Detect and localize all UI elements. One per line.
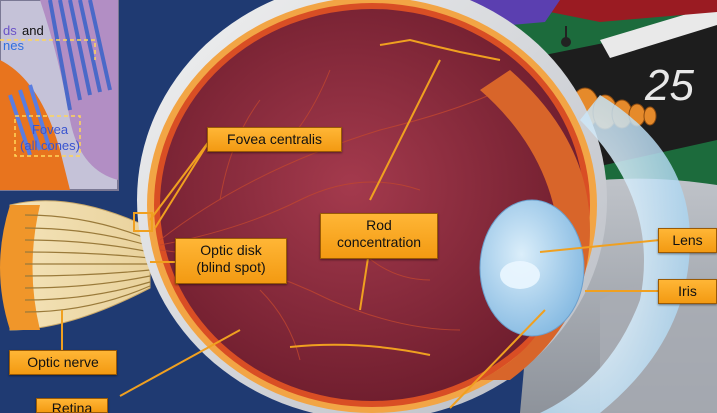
label-optic-disk-text: Optic disk [184, 242, 278, 259]
inset-rods-cones-text-a: ds [3, 23, 17, 38]
inset-all-cones-text: (all cones) [20, 138, 80, 153]
label-concentration-text: concentration [329, 234, 429, 251]
retina-inset [0, 0, 118, 190]
label-rod-text: Rod [329, 217, 429, 234]
label-rod-concentration: Rod concentration [320, 213, 438, 259]
label-iris-text: Iris [678, 283, 697, 299]
label-iris: Iris [658, 279, 717, 304]
inset-rods-cones-text-b: and [22, 23, 44, 38]
label-lens-text: Lens [672, 232, 702, 248]
inset-fovea-text: Fovea [32, 122, 69, 137]
label-optic-nerve: Optic nerve [9, 350, 117, 375]
runway-number: 25 [644, 61, 694, 110]
label-fovea-centralis: Fovea centralis [207, 127, 342, 152]
label-blind-spot-text: (blind spot) [184, 259, 278, 276]
label-lens: Lens [658, 228, 717, 253]
label-retina-text: Retina [52, 400, 92, 413]
label-optic-disk: Optic disk (blind spot) [175, 238, 287, 284]
label-retina: Retina [36, 398, 108, 413]
label-fovea-centralis-text: Fovea centralis [227, 131, 322, 147]
inset-rods-cones-text-c: nes [3, 38, 24, 53]
label-optic-nerve-text: Optic nerve [27, 354, 99, 370]
